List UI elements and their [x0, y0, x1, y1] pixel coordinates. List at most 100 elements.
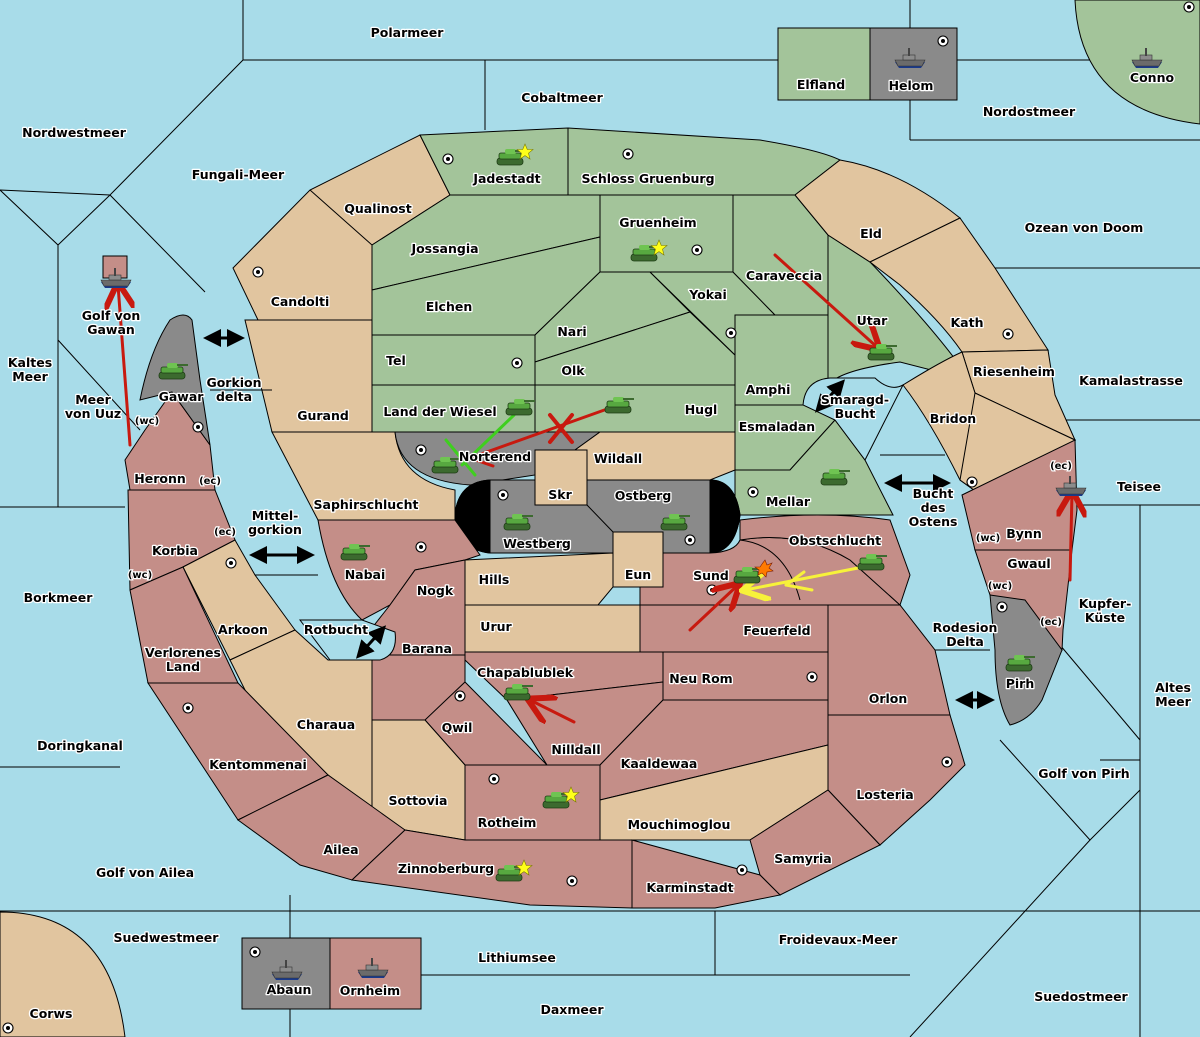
province-label-cobaltmeer: Cobaltmeer [521, 90, 603, 105]
province-label-eld: Eld [860, 226, 882, 241]
orders [118, 253, 1072, 722]
order-retreat-arrowhead [784, 583, 814, 592]
supply-center-icon [566, 875, 578, 887]
province-label-nogk: Nogk [417, 583, 454, 598]
province-label-suedwestmeer: Suedwestmeer [114, 930, 220, 945]
province-label-helom: Helom [889, 78, 934, 93]
supply-center-icon [488, 773, 500, 785]
province-label-arkoon: Arkoon [218, 622, 268, 637]
supply-center-icon [996, 601, 1008, 613]
province-label-kath: Kath [951, 315, 984, 330]
province-label-nari: Nari [557, 324, 586, 339]
province-label-elchen: Elchen [426, 299, 473, 314]
province-label-nilldall: Nilldall [551, 742, 600, 757]
order-move-caraveccia-utar [773, 253, 878, 348]
province-label-urur: Urur [480, 619, 512, 634]
order-move-uuz-gawan [118, 285, 130, 447]
province-obstschlucht[interactable] [739, 514, 911, 606]
province-arkoon[interactable] [182, 539, 296, 661]
units [100, 47, 1163, 981]
province-label-skr: Skr [548, 487, 572, 502]
supply-center-icon [806, 671, 818, 683]
supply-center-icon [736, 864, 748, 876]
order-move-feuerfeld-sund [688, 585, 738, 632]
province-label-zinnoberburg: Zinnoberburg [398, 861, 494, 876]
province-label-teisee: Teisee [1117, 479, 1161, 494]
province-label-kaaldewaa: Kaaldewaa [621, 756, 698, 771]
supply-center-icon [252, 266, 264, 278]
province-label-esmaladan: Esmaladan [739, 419, 815, 434]
province-label-jadestadt: Jadestadt [472, 171, 540, 186]
province-label-losteria: Losteria [856, 787, 913, 802]
order-move-bynn-teisee [1070, 493, 1072, 582]
province-label-chapablublek: Chapablublek [477, 665, 574, 680]
province-label-amphi: Amphi [746, 382, 791, 397]
province-label-froidevaux-meer: Froidevaux-Meer [779, 932, 898, 947]
supply-center-icon [454, 690, 466, 702]
supply-center-icon [966, 476, 978, 488]
province-label-gurand: Gurand [297, 408, 349, 423]
province-label-obstschlucht: Obstschlucht [789, 533, 881, 548]
province-label-samyria: Samyria [774, 851, 832, 866]
strait-rotbucht [355, 625, 387, 659]
province-label-charaua: Charaua [297, 717, 355, 732]
province-label-qwil: Qwil [442, 720, 473, 735]
coast-labels: (wc) (ec) (ec) (wc) (ec) (wc) (wc) (ec) [127, 415, 1073, 629]
province-label-nordostmeer: Nordostmeer [983, 104, 1076, 119]
province-label-riesenheim: Riesenheim [973, 364, 1055, 379]
province-eun[interactable] [612, 531, 664, 588]
order-move-hugl-norterend [468, 406, 612, 460]
province-label-kentommenai: Kentommenai [209, 757, 307, 772]
province-label-candolti: Candolti [271, 294, 330, 309]
province-gawar[interactable] [139, 314, 211, 446]
order-retreat-arrowhead [784, 570, 806, 587]
coast-label-gwaul-ec: (ec) [1040, 617, 1062, 628]
coast-label-korbia-ec: (ec) [214, 527, 236, 538]
province-label-ostberg: Ostberg [615, 488, 672, 503]
supply-center-icon [941, 756, 953, 768]
order-move-arrowhead [468, 456, 495, 468]
province-labels: PolarmeerCobaltmeerNordwestmeerFungali-M… [7, 24, 1193, 1023]
supply-center-icon [622, 148, 634, 160]
province-label-saphirschlucht: Saphirschlucht [314, 497, 419, 512]
province-corws[interactable] [0, 911, 126, 1037]
province-label-mouchimoglou: Mouchimoglou [628, 817, 731, 832]
supply-center-icon [725, 327, 737, 339]
province-label-land-der-wiesel: Land der Wiesel [383, 404, 496, 419]
province-elfland[interactable] [777, 27, 871, 101]
army-unit-sund-dislodged[interactable] [733, 559, 774, 584]
province-samyria[interactable] [749, 789, 881, 896]
province-label-qualinost: Qualinost [344, 201, 411, 216]
province-label-schloss-gruenburg: Schloss Gruenburg [581, 171, 714, 186]
province-label-tel: Tel [386, 353, 406, 368]
supply-center-icon [225, 557, 237, 569]
province-hills[interactable] [464, 552, 614, 606]
province-label-elfland: Elfland [797, 77, 845, 92]
supply-center-icon [192, 421, 204, 433]
province-label-bynn: Bynn [1006, 526, 1041, 541]
province-bynn[interactable] [961, 439, 1078, 551]
province-label-gruenheim: Gruenheim [619, 215, 696, 230]
order-retreat-obstschlucht-sund [745, 566, 860, 590]
supply-center-icon [182, 702, 194, 714]
supply-center-icon [415, 541, 427, 553]
coast-label-gawar-wc: (wc) [135, 416, 159, 427]
province-label-korbia: Korbia [152, 543, 198, 558]
province-label-borkmeer: Borkmeer [24, 590, 94, 605]
province-label-nordwestmeer: Nordwestmeer [22, 125, 127, 140]
province-kath[interactable] [869, 217, 1049, 353]
province-gruenheim[interactable] [599, 194, 734, 273]
supply-center-icon [249, 946, 261, 958]
supply-center-icon [1002, 328, 1014, 340]
province-label-olk: Olk [561, 363, 585, 378]
province-label-eun: Eun [625, 567, 651, 582]
province-label-lithiumsee: Lithiumsee [478, 950, 556, 965]
province-skr[interactable] [534, 449, 588, 506]
